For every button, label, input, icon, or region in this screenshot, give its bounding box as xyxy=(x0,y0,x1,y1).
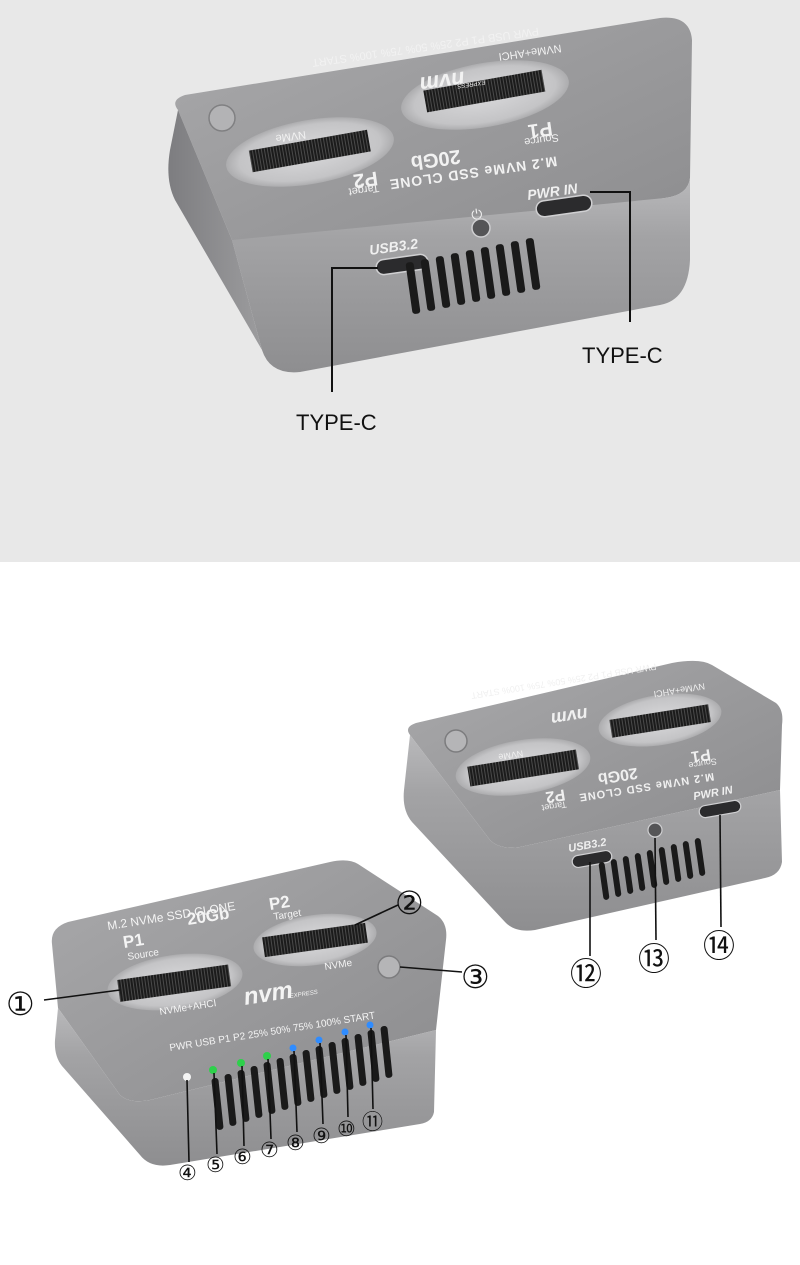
top-device: PWR USB P1 P2 25% 50% 75% 100% START nvm… xyxy=(168,17,692,392)
rear-leader-lines xyxy=(589,814,722,956)
rear-start-button[interactable] xyxy=(444,729,468,753)
top-nvm-logo: nvm xyxy=(418,66,466,97)
callout-number-12: ⑫ xyxy=(570,956,602,992)
top-slot-1-pins xyxy=(423,69,546,113)
front-p1: P1 xyxy=(122,930,146,952)
rear-power-button[interactable] xyxy=(647,822,663,838)
rear-p1-sub: Source xyxy=(688,756,718,770)
front-start-button[interactable] xyxy=(377,955,401,979)
rear-p1: P1 xyxy=(690,745,712,765)
rear-device-front-face xyxy=(403,735,782,931)
top-p1-label: P1 xyxy=(527,117,554,142)
led-usb xyxy=(209,1066,217,1074)
top-device-left-face xyxy=(168,110,262,350)
front-p2-sub: Target xyxy=(273,908,302,923)
callout-number-10: ⑩ xyxy=(337,1118,356,1141)
callout-number-9: ⑨ xyxy=(312,1125,331,1148)
callout-number-8: ⑧ xyxy=(286,1132,305,1155)
led-p2 xyxy=(263,1052,271,1060)
front-slot2-label: NVMe xyxy=(324,958,354,973)
led-25 xyxy=(289,1044,297,1052)
top-power-button[interactable] xyxy=(471,218,491,238)
top-p1-sub: Source xyxy=(523,131,559,148)
callout-number-1: ① xyxy=(6,986,35,1022)
callout-number-6: ⑥ xyxy=(233,1146,252,1169)
top-usb-label: USB3.2 xyxy=(368,235,419,258)
callout-number-4: ④ xyxy=(178,1162,197,1185)
front-device: M.2 NVMe SSD CLONE 20Gb P1 Source P2 Tar… xyxy=(43,860,463,1166)
led-100 xyxy=(366,1021,374,1029)
led-pwr xyxy=(183,1073,191,1081)
front-slot-2-pins xyxy=(262,922,368,958)
top-start-button[interactable] xyxy=(208,104,236,132)
rear-slot-2-pins xyxy=(467,749,580,787)
rear-slot-1-pins xyxy=(609,704,711,738)
callout-type-c-right: TYPE-C xyxy=(582,343,663,368)
callout-line-right xyxy=(590,191,631,322)
rear-p2: P2 xyxy=(544,785,566,805)
rear-slot2-label: NVMe xyxy=(498,748,524,762)
top-slot-2-pins xyxy=(248,129,371,173)
top-p2-sub: Target xyxy=(348,181,380,197)
rear-device: PWR USB P1 P2 25% 50% 75% 100% START nvm… xyxy=(403,660,783,956)
front-slot-1-pins xyxy=(117,964,232,1002)
led-75 xyxy=(341,1028,349,1036)
front-p2: P2 xyxy=(268,892,292,914)
top-vents xyxy=(405,238,541,314)
front-leader-lines xyxy=(43,904,463,1163)
front-p1-sub: Source xyxy=(127,947,160,963)
led-50 xyxy=(315,1036,323,1044)
rear-pwr-in-port[interactable] xyxy=(698,799,742,819)
top-p2-label: P2 xyxy=(352,167,379,192)
rear-vents xyxy=(598,838,706,900)
rear-speed: 20Gb xyxy=(596,764,638,787)
callout-number-11: ⑪ xyxy=(362,1111,383,1134)
front-vents xyxy=(211,1026,393,1130)
callout-number-3: ③ xyxy=(461,959,490,995)
callout-type-c-left: TYPE-C xyxy=(296,410,377,435)
callout-number-13: ⑬ xyxy=(638,941,670,977)
callout-line-left xyxy=(331,267,378,392)
rear-p2-sub: Target xyxy=(541,799,568,813)
top-slot2-label: NVMe xyxy=(275,128,307,144)
top-pwr-in-port[interactable] xyxy=(535,194,593,218)
led-p1 xyxy=(237,1059,245,1067)
front-nvm-logo-sub: EXPRESS xyxy=(289,990,318,1000)
callout-number-5: ⑤ xyxy=(206,1154,225,1177)
callout-number-7: ⑦ xyxy=(260,1139,279,1162)
callout-number-2: ② xyxy=(395,885,424,921)
callout-number-14: ⑭ xyxy=(703,928,735,964)
top-nvm-logo-sub: EXPRESS xyxy=(457,79,486,89)
